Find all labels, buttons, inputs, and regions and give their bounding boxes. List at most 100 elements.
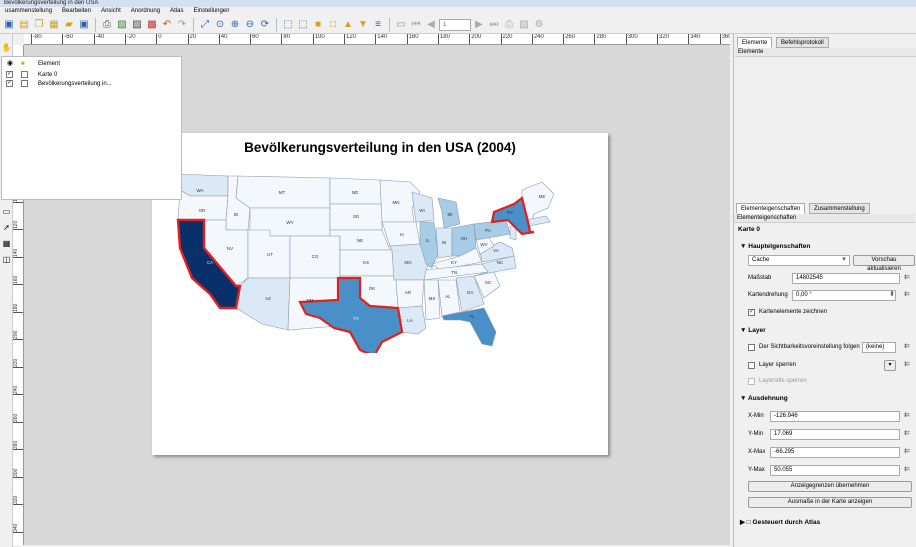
data-defined-icon[interactable]: ⇇ [904, 466, 910, 473]
menu-view[interactable]: Ansicht [101, 8, 121, 14]
spinner-icon[interactable]: ⬍ [889, 291, 895, 298]
section-main-properties[interactable]: ▼ Hauptelgenschaften [740, 243, 811, 250]
elements-list[interactable]: ◉ ■ Element ✓ Karte 0 ✓ Bevölkerungsvert… [1, 56, 182, 200]
lock-checkbox[interactable] [21, 80, 28, 87]
atlas-page-input[interactable]: 1 [439, 18, 471, 31]
zoom-in-icon[interactable]: ⊕ [230, 18, 240, 30]
redo-icon[interactable]: ↷ [177, 18, 187, 30]
prev-feature-icon[interactable]: ◀ [427, 18, 435, 30]
ungroup-icon[interactable]: ⬚ [298, 18, 308, 30]
pan-icon[interactable]: ✋ [1, 43, 12, 52]
atlas-preview-icon[interactable]: ▭ [396, 18, 406, 30]
scale-input[interactable]: 14802545 [792, 273, 900, 284]
state-fl [441, 307, 497, 347]
lower-icon[interactable]: ▼ [358, 18, 368, 30]
visibility-checkbox[interactable]: ✓ [6, 71, 13, 78]
atlas-settings-icon[interactable]: ⚙ [534, 18, 544, 30]
data-defined-icon[interactable]: ⇇ [904, 412, 910, 419]
ymin-input[interactable]: 17.069 [770, 429, 900, 440]
menu-edit[interactable]: Bearbeiten [62, 8, 92, 14]
raise-icon[interactable]: ▲ [343, 18, 353, 30]
map-title-label[interactable]: Bevölkerungsverteilung in den USA (2004) [244, 140, 516, 155]
data-defined-icon[interactable]: ⇇ [904, 291, 910, 298]
lock-checkbox[interactable] [21, 71, 28, 78]
save-icon[interactable]: ▣ [4, 18, 14, 30]
menu-atlas[interactable]: Atlas [170, 8, 184, 14]
lock-styles-checkbox[interactable] [748, 378, 755, 385]
lock-layers-checkbox[interactable] [748, 362, 755, 369]
new-composer-icon[interactable]: ▤ [19, 18, 29, 30]
set-to-map-extent-button[interactable]: Anzeigegrenzen übernehmen [748, 481, 912, 492]
add-arrow-icon[interactable]: ➚ [3, 223, 10, 232]
menu-arrange[interactable]: Anordnung [130, 8, 161, 14]
add-shape-icon[interactable]: ▭ [2, 207, 11, 216]
last-feature-icon[interactable]: ⏭ [489, 18, 499, 30]
ruler-tick: -40 [93, 34, 104, 44]
rotation-input[interactable]: 0,00 ° [792, 290, 896, 301]
visibility-preset-select[interactable]: (keine) [862, 342, 896, 353]
tab-item-properties[interactable]: Elementeigenschaften [736, 203, 806, 214]
unlock-icon[interactable]: □ [329, 18, 337, 30]
export-svg-icon[interactable]: ▨ [132, 18, 142, 30]
svg-text:MI: MI [448, 212, 453, 217]
cache-select[interactable]: Cache [748, 255, 850, 266]
lock-icon[interactable]: ■ [314, 18, 322, 30]
ruler-tick: 80 [281, 34, 290, 44]
layer-style-icon[interactable]: ▾ [884, 360, 896, 371]
print-icon[interactable]: ⎙ [103, 18, 111, 30]
menu-settings[interactable]: Einstellungen [193, 8, 230, 14]
next-feature-icon[interactable]: ▶ [475, 18, 483, 30]
manager-icon[interactable]: ▦ [49, 18, 59, 30]
zoom-full-icon[interactable]: ⤢ [201, 18, 209, 30]
ymax-input[interactable]: 50.055 [770, 465, 900, 476]
ruler-tick: 300 [13, 459, 23, 478]
window-title: Bevölkerungsverteilung in den USA [0, 0, 916, 7]
data-defined-icon[interactable]: ⇇ [904, 343, 910, 350]
column-element: Element [38, 61, 61, 67]
export-image-icon[interactable]: ▧ [117, 18, 127, 30]
xmax-input[interactable]: -66.295 [770, 447, 900, 458]
undo-icon[interactable]: ↶ [162, 18, 172, 30]
section-layer[interactable]: ▼ Layer [740, 327, 766, 334]
first-feature-icon[interactable]: ⏮ [411, 18, 421, 30]
svg-text:WY: WY [286, 220, 293, 225]
state-tx [298, 276, 404, 353]
tab-elements[interactable]: Elemente [737, 37, 773, 48]
follow-visibility-checkbox[interactable] [748, 344, 755, 351]
tab-composition[interactable]: Zusammenstellung [809, 203, 870, 214]
xmin-label: X-Min [748, 413, 764, 419]
section-atlas[interactable]: ▶ □ Gesteuert durch Atlas [740, 519, 821, 526]
visibility-checkbox[interactable]: ✓ [6, 80, 13, 87]
list-item[interactable]: ✓ Bevölkerungsverteilung in... [2, 80, 181, 88]
duplicate-icon[interactable]: ❐ [34, 18, 44, 30]
atlas-print-icon[interactable]: ⎙ [505, 18, 513, 30]
ruler-tick: 60 [250, 34, 259, 44]
zoom-100-icon[interactable]: ⊙ [215, 18, 225, 30]
toolbar: ▣ ▤ ❐ ▦ ▰ ▣ ⎙ ▧ ▨ ▩ ↶ ↷ ⤢ ⊙ ⊕ ⊖ ⟳ ⬚ ⬚ ■ … [0, 16, 916, 34]
tab-history[interactable]: Befehlsprotokoll [776, 37, 829, 48]
svg-text:TN: TN [451, 270, 457, 275]
align-icon[interactable]: ≡ [375, 18, 381, 30]
draw-items-checkbox[interactable]: ✓ [748, 309, 755, 316]
data-defined-icon[interactable]: ⇇ [904, 448, 910, 455]
add-html-icon[interactable]: ◫ [2, 255, 11, 264]
xmin-input[interactable]: -126.946 [770, 411, 900, 422]
atlas-export-icon[interactable]: ▧ [519, 18, 529, 30]
save-template-icon[interactable]: ▣ [79, 18, 89, 30]
add-table-icon[interactable]: ▦ [2, 239, 11, 248]
zoom-out-icon[interactable]: ⊖ [245, 18, 255, 30]
open-folder-icon[interactable]: ▰ [65, 18, 73, 30]
data-defined-icon[interactable]: ⇇ [904, 361, 910, 368]
list-item[interactable]: ✓ Karte 0 [2, 71, 181, 79]
menu-composer[interactable]: usammenstellung [5, 8, 53, 14]
update-preview-button[interactable]: Vorschau aktualisieren [853, 255, 915, 272]
section-extent[interactable]: ▼ Ausdehnung [740, 395, 788, 402]
data-defined-icon[interactable]: ⇇ [904, 274, 910, 281]
data-defined-icon[interactable]: ⇇ [904, 430, 910, 437]
export-pdf-icon[interactable]: ▩ [147, 18, 157, 30]
view-extent-in-map-button[interactable]: Ausmaße in der Karte anzeigen [748, 497, 912, 508]
group-icon[interactable]: ⬚ [283, 18, 293, 30]
refresh-icon[interactable]: ⟳ [260, 18, 270, 30]
usa-map[interactable]: WA OR ID MT WY NV CA UT CO AZ NM ND SD N… [170, 168, 595, 353]
